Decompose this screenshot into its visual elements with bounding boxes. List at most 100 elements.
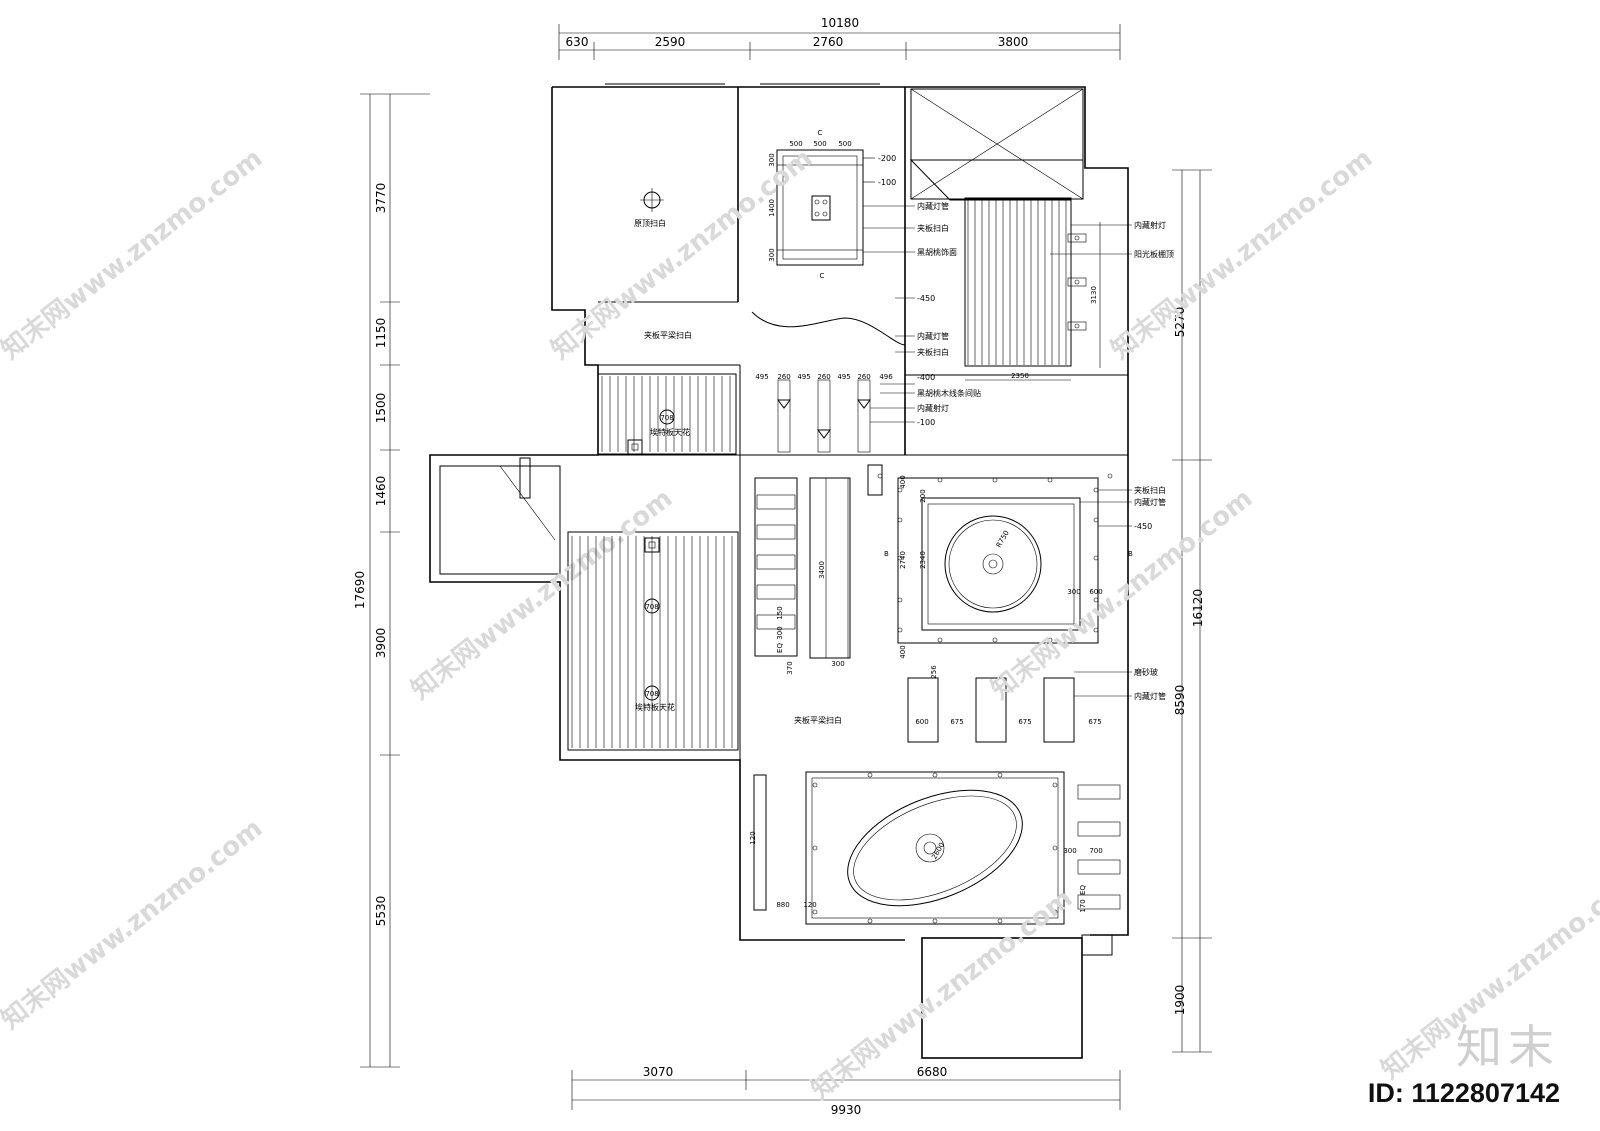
glass-gap-1: 600: [915, 718, 928, 726]
room-frosted-glass: 256 600 675 675 675 磨砂玻 内藏灯管 夹板平梁扫白: [794, 665, 1166, 743]
brand-block: 知末 ID: 1122807142: [1368, 1024, 1560, 1109]
strip-dim-4: 260: [817, 373, 830, 381]
egg-ceiling-label-1: 埃特板天花: [650, 427, 690, 437]
note-level-100b: -100: [917, 418, 935, 427]
strip-dim-6: 260: [857, 373, 870, 381]
corridor-len-dim: 3400: [818, 561, 826, 579]
brand-id: ID: 1122807142: [1367, 1078, 1560, 1108]
room-central-corridor: 3400 150 300 EQ 370 300: [754, 464, 883, 675]
glass-256-dim: 256: [930, 665, 938, 679]
section-c-bottom: C: [820, 272, 825, 280]
note-plywood-white-2: 夹板扫白: [917, 347, 949, 357]
canopy-w-dim: 2350: [1011, 372, 1029, 380]
dining-spots: [812, 772, 1058, 924]
bed-dim-6: 300: [768, 248, 776, 261]
right-dim-lower: 8590: [1173, 685, 1187, 716]
top-dim-3: 2760: [813, 35, 844, 49]
brand-logo: 知末: [1456, 1020, 1560, 1074]
room-strip-corridor: 495 260 495 260 495 260 496 -400 黑胡桃木线条间…: [755, 373, 981, 453]
dining-eq-dim: EQ: [1079, 885, 1087, 895]
level-200: -200: [878, 154, 896, 163]
canopy-slats: [967, 200, 1067, 365]
bed-dim-4: 300: [768, 153, 776, 166]
bed-dim-3: 500: [838, 140, 851, 148]
watermark-1: 知末网www.znzmo.com: [0, 143, 268, 365]
bottom-total-dim: 9930: [831, 1103, 862, 1117]
right-dim-bottom: 1900: [1173, 985, 1187, 1016]
strip-dim-2: 260: [777, 373, 790, 381]
room-dining-oval: 2600 120 880 120 300 700 170 EQ: [749, 771, 1121, 925]
left-dim-6: 5530: [374, 896, 388, 927]
plywood-beam-label-2: 夹板平梁扫白: [794, 715, 842, 725]
living-200-dim: 200: [919, 489, 927, 502]
dining-170-dim: 170: [1079, 899, 1087, 912]
bottom-dim-1: 3070: [643, 1065, 674, 1079]
corridor-150-dim: 150: [776, 606, 784, 619]
note-level-450: -450: [917, 294, 935, 303]
bottom-dim-2: 6680: [917, 1065, 948, 1079]
dining-880-dim: 880: [776, 901, 789, 909]
dining-300-dim: 300: [1063, 847, 1076, 855]
strip-dim-5: 495: [837, 373, 850, 381]
bed-dim-2: 500: [813, 140, 826, 148]
right-total-dim: 16120: [1191, 589, 1205, 627]
strip-dim-1: 495: [755, 373, 768, 381]
right-dimension-chain: 5270 16120 8590 1900: [1172, 169, 1212, 1053]
living-300-dim: 300: [1067, 588, 1080, 596]
bed-dim-5: 1400: [768, 199, 776, 217]
living-400b-dim: 400: [899, 645, 907, 658]
note-sun-canopy: 阳光板棚顶: [1134, 249, 1174, 259]
left-dim-1: 3770: [374, 183, 388, 214]
strip-dim-7: 496: [879, 373, 893, 381]
top-dim-1: 630: [566, 35, 589, 49]
code-708-a: 708: [660, 414, 673, 422]
left-dim-5: 3900: [374, 628, 388, 659]
section-c-top: C: [818, 129, 823, 137]
note-plywood-white-1: 夹板扫白: [917, 223, 949, 233]
note-plywood-white-3: 夹板扫白: [1134, 485, 1166, 495]
room-top-middle: 500 500 500 300 1400 300 C C -200 -100 内…: [751, 129, 957, 357]
living-600-dim: 600: [1089, 588, 1102, 596]
note-level-450b: -450: [1134, 522, 1152, 531]
living-spots: [877, 473, 1113, 643]
canopy-h-dim: 3130: [1090, 286, 1098, 304]
dining-700-dim: 700: [1089, 847, 1102, 855]
note-hidden-tube-1: 内藏灯管: [917, 201, 949, 211]
watermarks: 知末网www.znzmo.com 知末网www.znzmo.com 知末网www…: [0, 143, 1600, 1105]
note-hidden-spot-2: 内藏射灯: [1134, 220, 1166, 230]
living-w-dim: 2740: [899, 551, 907, 569]
glass-gap-2: 675: [950, 718, 963, 726]
corridor-370-dim: 370: [786, 661, 794, 674]
top-dimension-chain: 10180 630 2590 2760 3800: [558, 16, 1121, 60]
note-level-400: -400: [917, 373, 935, 382]
dining-side-slats: [1077, 784, 1121, 910]
living-w2-dim: 2340: [919, 551, 927, 569]
note-frosted-glass: 磨砂玻: [1134, 667, 1158, 677]
note-walnut-strip: 黑胡桃木线条间贴: [917, 388, 981, 398]
room-top-left: 原顶扫白 夹板平梁扫白: [634, 188, 692, 340]
section-b-right: B: [1128, 550, 1133, 558]
corridor-300-dim: 300: [776, 626, 784, 639]
egg-ceiling-1-slats: [601, 376, 731, 452]
circle-radius-dim: R750: [995, 529, 1011, 549]
egg-ceiling-label-2: 埃特板天花: [635, 702, 675, 712]
room-living-round: R750 2740 2340 400 400 200 300 600 B B 夹…: [877, 473, 1166, 659]
canopy-hatch: [964, 197, 1072, 367]
bed-dim-1: 500: [789, 140, 802, 148]
room-left-storage: [439, 457, 561, 575]
top-total-dim: 10180: [821, 16, 859, 30]
dining-120a-dim: 120: [749, 831, 757, 844]
corridor-eq-dim: EQ: [776, 643, 784, 653]
right-dim-upper: 5270: [1173, 307, 1187, 338]
room-sun-canopy: 3130 2350 内藏射灯 阳光板棚顶: [909, 88, 1174, 381]
note-hidden-tube-4: 内藏灯管: [1134, 691, 1166, 701]
top-dim-4: 3800: [998, 35, 1029, 49]
left-total-dim: 17690: [353, 571, 367, 609]
watermark-6: 知末网www.znzmo.com: [0, 813, 268, 1035]
wall-outline: [429, 83, 1129, 1059]
plywood-beam-label-1: 夹板平梁扫白: [644, 330, 692, 340]
canopy-spots: [1067, 233, 1087, 331]
dining-120b-dim: 120: [803, 901, 816, 909]
left-dim-2: 1150: [374, 318, 388, 349]
note-hidden-spot-1: 内藏射灯: [917, 403, 949, 413]
